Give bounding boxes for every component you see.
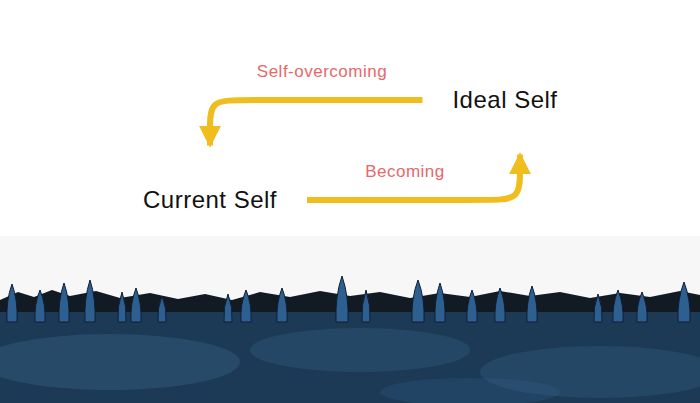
cypress-tree	[59, 283, 69, 322]
cypress-tree	[241, 290, 251, 322]
node-text: Ideal Self	[452, 86, 557, 115]
cypress-tree	[435, 283, 445, 322]
cypress-tree	[678, 282, 690, 322]
light-patch	[380, 378, 560, 403]
cypress-tree	[85, 280, 95, 322]
tree-row	[7, 276, 690, 322]
self-node: Current Self	[119, 150, 301, 221]
cypress-tree	[527, 286, 537, 322]
cypress-tree	[224, 294, 232, 322]
self-node: Ideal Self	[428, 80, 581, 151]
cypress-tree	[7, 284, 17, 322]
cypress-tree	[412, 280, 424, 322]
edge-label: Becoming	[365, 162, 445, 182]
cypress-tree	[495, 288, 505, 322]
light-patch	[250, 328, 470, 372]
cypress-tree	[467, 290, 477, 322]
cypress-tree	[277, 288, 287, 322]
edge-label: Self-overcoming	[257, 62, 387, 82]
cypress-tree	[131, 288, 141, 322]
node-text: Current Self	[143, 186, 277, 215]
light-patch	[0, 334, 240, 390]
cypress-tree	[637, 292, 647, 322]
cypress-tree	[362, 290, 370, 322]
cypress-tree	[158, 296, 166, 322]
cypress-tree	[35, 290, 45, 322]
cypress-tree	[336, 276, 348, 322]
curved-arrow	[210, 100, 422, 146]
cypress-tree	[118, 292, 126, 322]
cypress-tree	[594, 294, 602, 322]
curved-arrow	[307, 154, 520, 200]
cypress-tree	[613, 290, 623, 322]
